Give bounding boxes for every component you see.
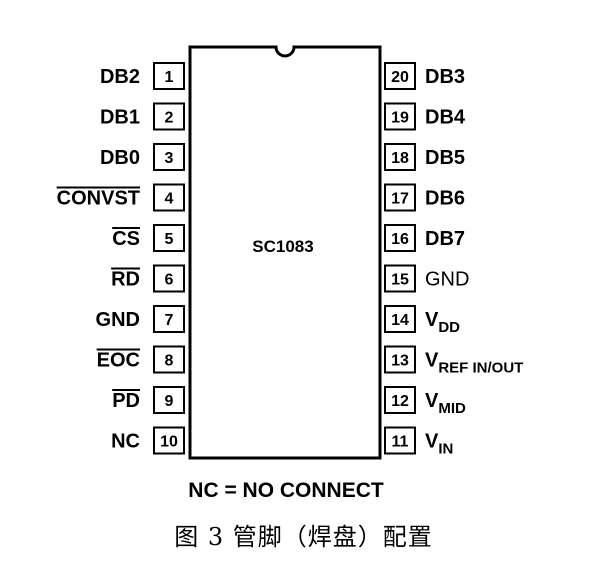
pin-11: 11 VIN: [384, 426, 453, 458]
pin-box: [384, 102, 416, 131]
pin-8: 8 EOC: [96, 345, 185, 374]
pin-box: [384, 345, 416, 374]
pin-name: DB5: [425, 147, 465, 169]
pin-19: 19 DB4: [384, 102, 466, 131]
chip-body: [188, 45, 382, 460]
pin-box: [153, 62, 185, 90]
pin-4: 4 CONVST: [56, 183, 185, 212]
pin-name: DB4: [425, 107, 466, 129]
pin-name: CONVST: [57, 188, 140, 210]
pin-7: 7 GND: [96, 305, 185, 333]
pin-name: PD: [112, 390, 140, 412]
pin-number: 15: [391, 272, 409, 289]
pin-box: [153, 143, 185, 171]
pin-box: [384, 426, 416, 455]
pin-box: [153, 426, 185, 455]
pin-2: 2 DB1: [100, 102, 185, 131]
pin-name: EOC: [97, 350, 140, 372]
pin-box: [384, 224, 416, 252]
pin-box: [153, 305, 185, 333]
pin-number: 4: [165, 191, 174, 208]
pin-13: 13 VREF IN/OUT: [384, 345, 523, 377]
nc-note: NC = NO CONNECT: [188, 479, 384, 502]
pin-6: 6 RD: [111, 264, 185, 293]
pin-17: 17 DB6: [384, 183, 465, 212]
pin-name: CS: [112, 228, 140, 250]
pin-number: 9: [165, 393, 174, 410]
pin-name: DB7: [425, 228, 465, 250]
pin-number: 8: [165, 353, 174, 370]
pin-3: 3 DB0: [100, 143, 185, 171]
pin-box: [384, 386, 416, 414]
pin-12: 12 VMID: [384, 386, 466, 417]
pin-name: DB3: [425, 66, 465, 88]
pin-number: 16: [391, 231, 409, 248]
pin-number: 20: [391, 69, 409, 86]
pin-box: [153, 345, 185, 374]
pin-name: DB0: [100, 147, 140, 169]
left-pin-group: 1 DB2 2 DB1 3 DB0 4 CONVST 5 CS 6 RD 7 GND 8 EOC 9 PD 10 NC: [56, 62, 185, 455]
pin-box: [153, 264, 185, 293]
pin-number: 17: [391, 191, 409, 208]
pin-1: 1 DB2: [100, 62, 185, 90]
pin-15: 15 GND: [384, 264, 469, 293]
pin-number: 10: [160, 434, 178, 451]
pin-16: 16 DB7: [384, 224, 465, 252]
pin-number: 7: [165, 312, 174, 329]
pin-number: 11: [392, 434, 409, 451]
pin-box: [153, 102, 185, 131]
pin-number: 6: [165, 272, 174, 289]
pin-10: 10 NC: [111, 426, 185, 455]
pin-name: VMID: [425, 390, 466, 417]
pin-18: 18 DB5: [384, 143, 465, 171]
pin-name: VIN: [425, 431, 453, 458]
pin-name: NC: [111, 431, 140, 453]
pin-name: DB6: [425, 188, 465, 210]
pin-box: [153, 224, 185, 252]
pin-box: [384, 62, 416, 90]
pin-14: 14 VDD: [384, 305, 460, 336]
pin-5: 5 CS: [112, 224, 185, 252]
pin-number: 3: [165, 150, 174, 167]
pin-name: DB2: [100, 66, 140, 88]
pin-number: 5: [165, 231, 174, 248]
pin-number: 19: [391, 110, 409, 127]
pin-20: 20 DB3: [384, 62, 465, 90]
right-pin-group: 20 DB3 19 DB4 18 DB5 17 DB6 16 DB7 15 GND 14 VDD 13 VRE…: [384, 62, 523, 458]
pin-name: GND: [96, 309, 140, 331]
pin-name: VDD: [425, 309, 460, 336]
pin-box: [384, 264, 416, 293]
pin-number: 2: [165, 110, 174, 127]
figure-caption: 图 3 管脚（焊盘）配置: [174, 523, 433, 551]
pin-name: GND: [425, 269, 469, 291]
pin-number: 12: [391, 393, 409, 410]
pin-name: VREF IN/OUT: [425, 350, 523, 377]
pin-9: 9 PD: [112, 386, 185, 414]
pin-name: RD: [111, 269, 140, 291]
pin-box: [384, 305, 416, 333]
pin-name: DB1: [100, 107, 140, 129]
pin-box: [384, 183, 416, 212]
pin-number: 14: [391, 312, 409, 329]
pin-box: [384, 143, 416, 171]
pin-number: 13: [391, 353, 409, 370]
pin-box: [153, 386, 185, 414]
pin-number: 18: [391, 150, 409, 167]
pin-box: [153, 183, 185, 212]
pin-number: 1: [165, 69, 174, 86]
chip-label: SC1083: [252, 237, 313, 256]
